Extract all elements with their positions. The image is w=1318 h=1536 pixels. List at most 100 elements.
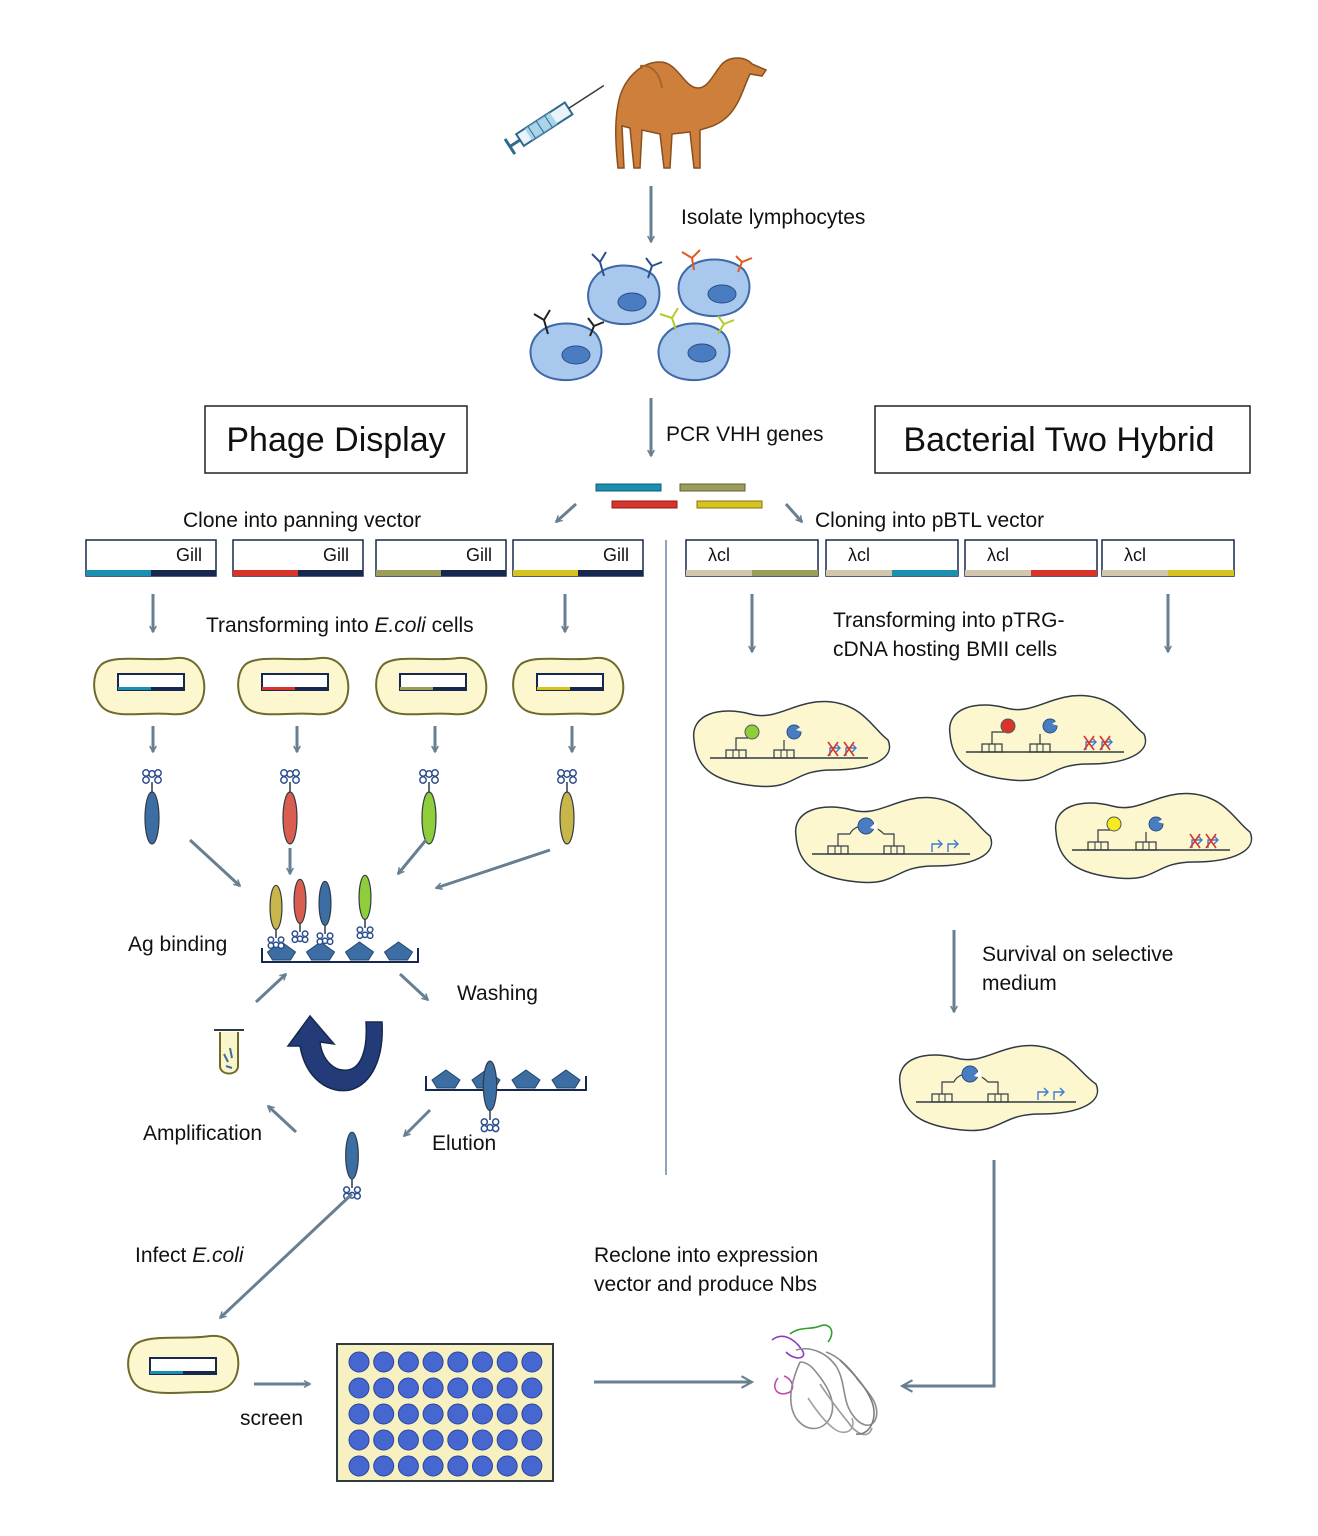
plate-well bbox=[496, 1455, 518, 1477]
plate-well bbox=[348, 1351, 370, 1373]
bound-phage bbox=[356, 874, 374, 940]
plate-well bbox=[348, 1377, 370, 1399]
plate-well bbox=[472, 1429, 493, 1451]
step-survival-line1: Survival on selective bbox=[982, 943, 1173, 966]
phage-particle bbox=[557, 769, 577, 845]
lymphocyte-cell bbox=[587, 251, 663, 326]
b2h-cell bbox=[693, 700, 891, 788]
plate-well bbox=[521, 1455, 543, 1477]
b2h-title: Bacterial Two Hybrid bbox=[903, 421, 1214, 459]
plate-well bbox=[496, 1403, 518, 1425]
arrow-to-pbtl bbox=[784, 503, 804, 522]
plate-well bbox=[422, 1377, 444, 1399]
bound-phage bbox=[291, 878, 309, 944]
phage-particle bbox=[291, 878, 309, 944]
b2h-vector: λcl bbox=[964, 539, 1098, 577]
b2h-cell bbox=[795, 796, 993, 884]
phage-particle bbox=[419, 769, 439, 845]
b2h-vector: λcl bbox=[685, 539, 819, 577]
plate-well bbox=[397, 1351, 419, 1373]
ecoli-cell bbox=[512, 656, 625, 752]
b2h-vector-label: λcl bbox=[987, 545, 1009, 565]
plate-well bbox=[496, 1351, 518, 1373]
step-transform-ecoli-label: Transforming into E.coli cells bbox=[206, 614, 474, 637]
phage-particle bbox=[142, 769, 162, 845]
antigen bbox=[551, 1069, 581, 1089]
cycle-arrow-icon bbox=[286, 1014, 383, 1092]
b2h-vector: λcl bbox=[825, 539, 959, 577]
phage-particle bbox=[356, 874, 374, 940]
b2h-cell bbox=[949, 694, 1147, 782]
plate-well bbox=[447, 1377, 469, 1399]
phage-particle bbox=[280, 769, 300, 845]
plate-well bbox=[447, 1351, 469, 1373]
bound-phage bbox=[480, 1060, 500, 1133]
b2h-vector-label: λcl bbox=[708, 545, 730, 565]
plate-well bbox=[521, 1377, 543, 1399]
washing-plate bbox=[425, 1060, 587, 1133]
antigen bbox=[511, 1069, 541, 1089]
plate-well bbox=[348, 1429, 370, 1451]
b2h-vector: λcl bbox=[1101, 539, 1235, 577]
antigen-binding-plate bbox=[261, 874, 419, 963]
b2h-vector-label: λcl bbox=[1124, 545, 1146, 565]
plate-well bbox=[447, 1403, 469, 1425]
plate-well bbox=[472, 1455, 493, 1477]
plate-well bbox=[447, 1455, 469, 1477]
phage-vector-label: Gill bbox=[176, 545, 202, 565]
plate-well bbox=[496, 1377, 518, 1399]
lymphocyte-cell bbox=[657, 307, 735, 382]
arrow-to-amplification bbox=[268, 1104, 298, 1134]
plate-well bbox=[397, 1377, 419, 1399]
plate-well bbox=[348, 1455, 370, 1477]
b2h-cell-group bbox=[693, 694, 1253, 884]
bound-phage bbox=[267, 884, 285, 950]
b2h-title-box bbox=[874, 405, 1251, 474]
plate-well bbox=[472, 1377, 493, 1399]
b2h-vector-label: λcl bbox=[848, 545, 870, 565]
plate-well bbox=[373, 1455, 395, 1477]
arrow-to-nanobody-right bbox=[899, 1160, 996, 1393]
phage-vector: Gill bbox=[85, 539, 217, 577]
step-cloning-pbtl-label: Cloning into pBTL vector bbox=[815, 509, 1044, 532]
plate-well bbox=[373, 1377, 395, 1399]
plate-well bbox=[521, 1403, 543, 1425]
plate-well bbox=[447, 1429, 469, 1451]
step-amplification-label: Amplification bbox=[143, 1122, 262, 1145]
phage-particle bbox=[342, 1131, 362, 1200]
infected-ecoli-cell bbox=[127, 1334, 240, 1394]
step-washing-label: Washing bbox=[457, 982, 538, 1005]
surviving-cell bbox=[899, 1044, 1099, 1132]
step-elution-label: Elution bbox=[432, 1132, 496, 1155]
lymphocyte-cell bbox=[677, 249, 753, 318]
phage-display-title: Phage Display bbox=[226, 421, 445, 459]
step-screen-label: screen bbox=[240, 1407, 303, 1430]
arrow-bind-3 bbox=[396, 839, 428, 874]
lymphocyte-cell bbox=[529, 309, 605, 382]
phage-vector-label: Gill bbox=[466, 545, 492, 565]
plate-well bbox=[422, 1403, 444, 1425]
test-tube-icon bbox=[214, 1029, 244, 1075]
step-reclone-label-line1: Reclone into expression bbox=[594, 1244, 818, 1267]
ecoli-cell-row bbox=[93, 656, 625, 752]
plate-well bbox=[496, 1429, 518, 1451]
arrow-bind-1 bbox=[188, 838, 240, 888]
arrow-to-panning bbox=[556, 502, 578, 524]
eluted-phage bbox=[342, 1131, 362, 1200]
step-pcr-label: PCR VHH genes bbox=[666, 423, 824, 446]
plate-well bbox=[397, 1403, 419, 1425]
step-survival-line2: medium bbox=[982, 972, 1057, 995]
step-clone-panning-label: Clone into panning vector bbox=[183, 509, 421, 532]
phage-vector: Gill bbox=[512, 539, 644, 577]
syringe-icon bbox=[503, 84, 605, 155]
step-transform-ptrg-line1: Transforming into pTRG- bbox=[833, 609, 1064, 632]
plate-well bbox=[397, 1455, 419, 1477]
plate-well bbox=[373, 1351, 395, 1373]
antigen bbox=[344, 941, 375, 961]
plate-well bbox=[422, 1351, 444, 1373]
ecoli-cell bbox=[93, 656, 206, 752]
arrow-to-washing bbox=[398, 972, 428, 1002]
phage-particle bbox=[480, 1060, 500, 1133]
